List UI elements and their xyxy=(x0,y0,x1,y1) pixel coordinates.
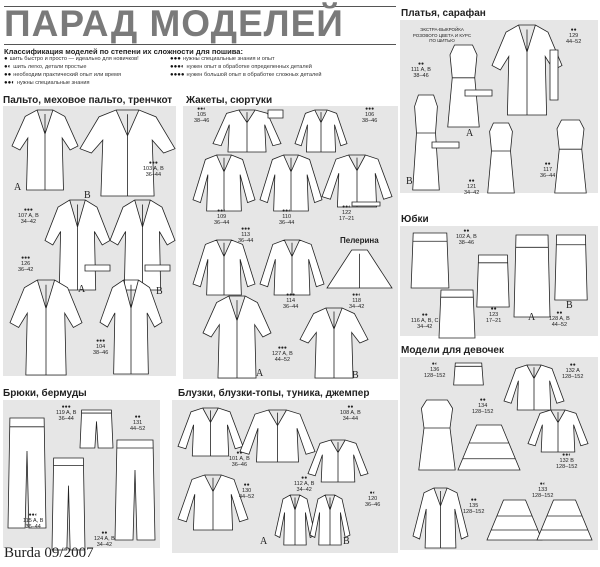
variant-letter: B xyxy=(406,176,413,187)
variant-letter: A xyxy=(14,182,22,193)
variant-letter: B xyxy=(352,370,359,381)
section-title-jackets: Жакеты, сюртуки xyxy=(186,95,273,106)
variant-letter: B xyxy=(566,300,573,311)
section-title-dresses: Платья, сарафан xyxy=(401,8,486,19)
extra-pattern-note: ЭКСТРА-ВЫКРОЙКА РОЗОВОГО ЦВЕТА И КУРС ПО… xyxy=(412,27,472,43)
classification-heading: Классификация моделей по степени их слож… xyxy=(4,47,243,56)
section-title-pants: Брюки, бермуды xyxy=(3,388,87,399)
blouses-panel xyxy=(172,400,398,553)
page-title: ПАРАД МОДЕЛЕЙ xyxy=(4,3,344,44)
variant-letter: B xyxy=(156,286,163,297)
cape-subtitle: Пелерина xyxy=(340,236,379,245)
legend-item: ●●●нужны специальные знания и опыт xyxy=(170,56,275,62)
coats-panel xyxy=(3,106,176,376)
legend-item: ●●●◐нужен опыт в обработке определенных … xyxy=(170,64,312,70)
variant-letter: A xyxy=(78,284,86,295)
legend-item: ●●●●нужен большой опыт в обработке сложн… xyxy=(170,72,322,78)
variant-letter: B xyxy=(343,536,350,547)
legend-item: ●●необходим практический опыт или время xyxy=(4,72,122,78)
section-title-coats: Пальто, меховое пальто, тренчкот xyxy=(3,95,173,106)
section-title-blouses: Блузки, блузки-топы, туника, джемпер xyxy=(178,388,370,399)
variant-letter: A xyxy=(528,312,536,323)
section-title-skirts: Юбки xyxy=(401,214,429,225)
variant-letter: A xyxy=(466,128,474,139)
legend-item: ●●◐нужны специальные знания xyxy=(4,80,90,86)
variant-letter: A xyxy=(256,368,264,379)
variant-letter: A xyxy=(260,536,268,547)
section-title-girls: Модели для девочек xyxy=(401,345,504,356)
variant-letter: B xyxy=(84,190,91,201)
dresses-panel xyxy=(400,20,598,193)
legend-item: ●◐шить легко, детали простые xyxy=(4,64,87,70)
legend-item: ●шить быстро и просто — идеально для нов… xyxy=(4,56,139,62)
issue-footer: Burda 09/2007 xyxy=(4,545,94,561)
